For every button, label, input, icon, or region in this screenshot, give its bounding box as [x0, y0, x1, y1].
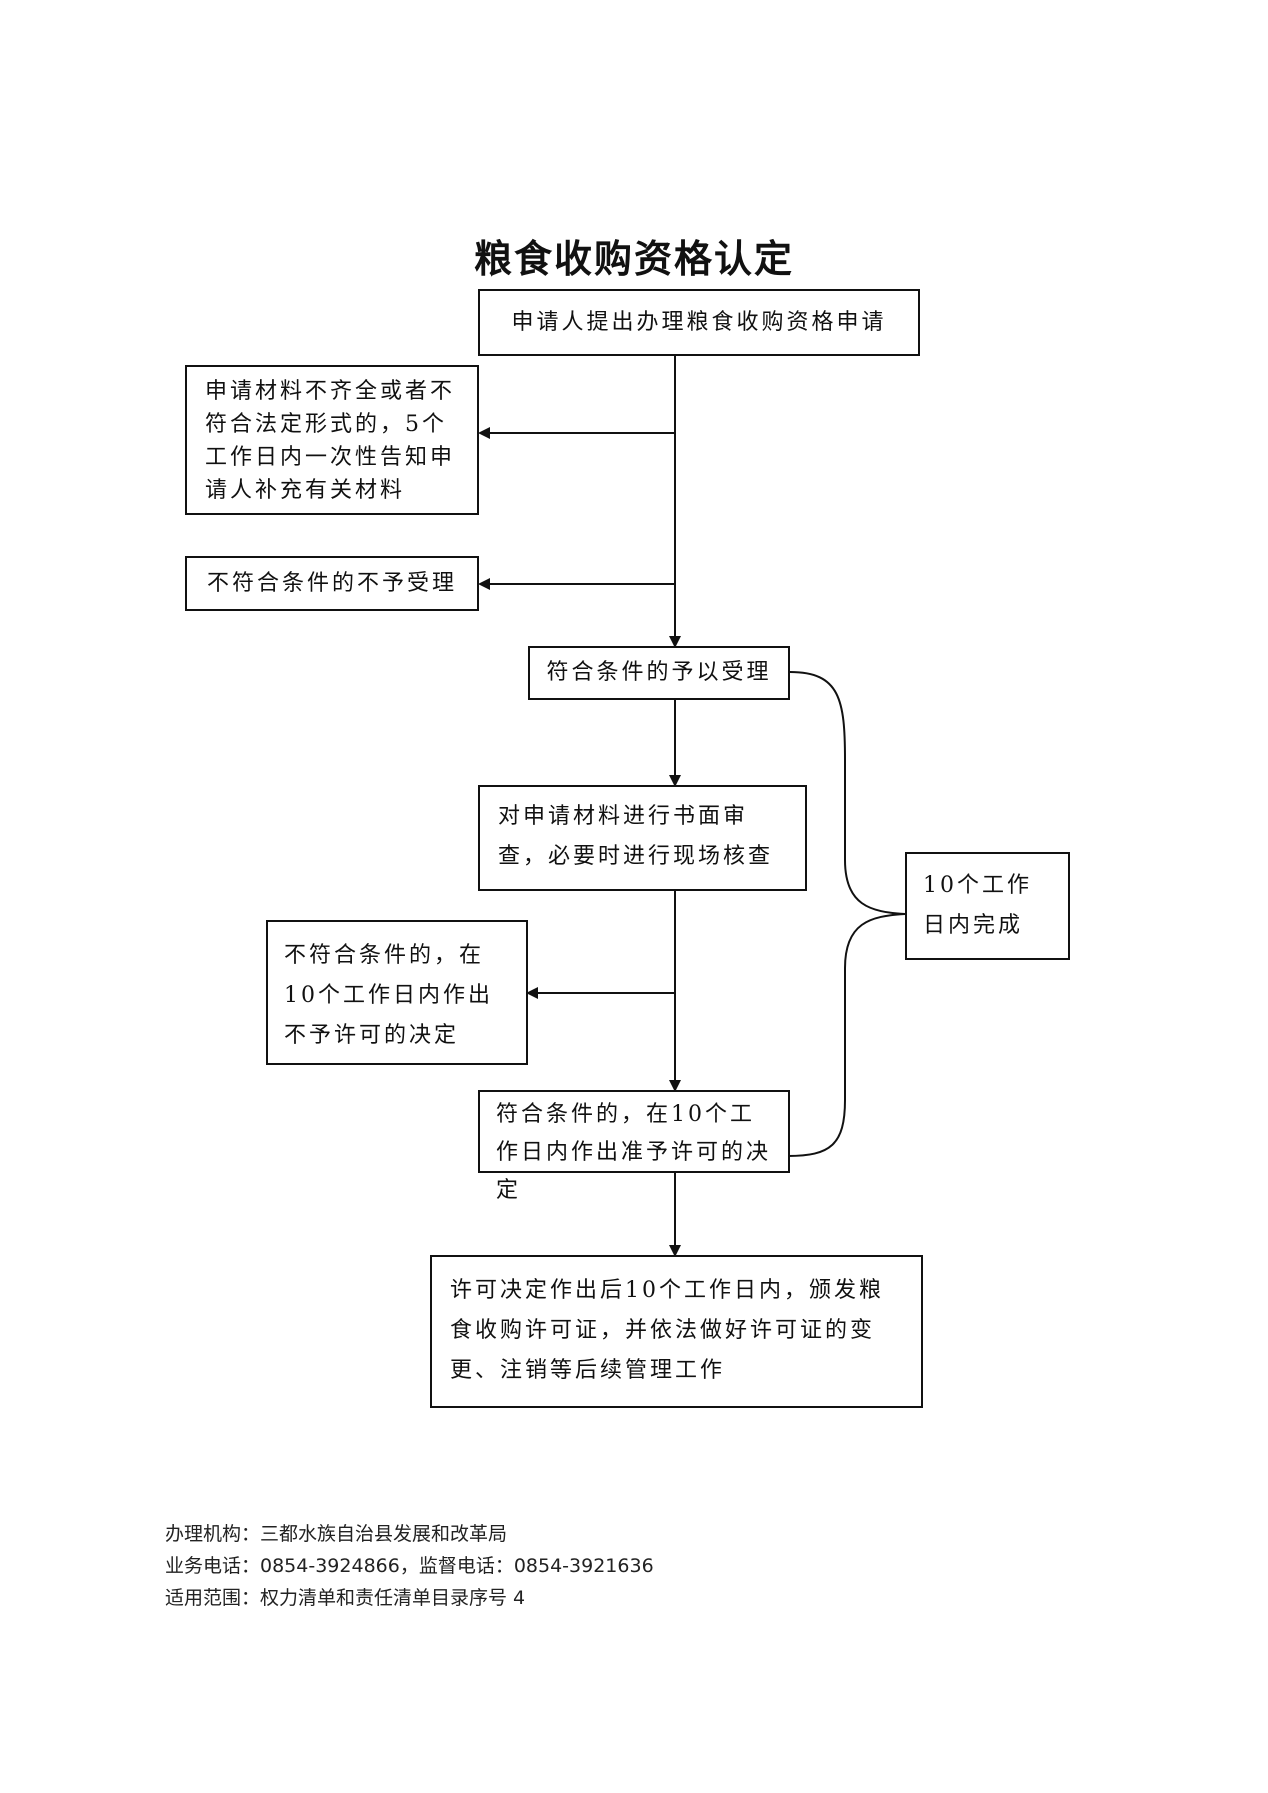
- node-grant-text: 符合条件的，在10个工作日内作出准予许可的决定: [496, 1102, 772, 1203]
- node-issue: 许可决定作出后10个工作日内，颁发粮食收购许可证，并依法做好许可证的变更、注销等…: [430, 1255, 923, 1408]
- node-reject: 不符合条件的不予受理: [185, 556, 479, 611]
- node-reject-text: 不符合条件的不予受理: [206, 570, 457, 596]
- node-apply-text: 申请人提出办理粮食收购资格申请: [511, 309, 887, 335]
- node-issue-text: 许可决定作出后10个工作日内，颁发粮食收购许可证，并依法做好许可证的变更、注销等…: [450, 1278, 884, 1383]
- node-deny: 不符合条件的，在10个工作日内作出不予许可的决定: [266, 920, 528, 1065]
- node-deadline-text: 10个工作日内完成: [923, 873, 1032, 938]
- node-accept: 符合条件的予以受理: [528, 646, 790, 700]
- node-incomplete-text: 申请材料不齐全或者不符合法定形式的，5个工作日内一次性告知申请人补充有关材料: [205, 379, 456, 503]
- node-deny-text: 不符合条件的，在10个工作日内作出不予许可的决定: [284, 943, 493, 1048]
- node-grant: 符合条件的，在10个工作日内作出准予许可的决定: [478, 1090, 790, 1203]
- node-review-text: 对申请材料进行书面审查，必要时进行现场核查: [498, 804, 774, 869]
- deadline-brace: [787, 671, 906, 1157]
- footer-scope: 适用范围：权力清单和责任清单目录序号 4: [165, 1587, 526, 1609]
- node-incomplete: 申请材料不齐全或者不符合法定形式的，5个工作日内一次性告知申请人补充有关材料: [185, 365, 479, 515]
- footer-agency: 办理机构：三都水族自治县发展和改革局: [165, 1523, 508, 1545]
- node-accept-text: 符合条件的予以受理: [546, 660, 772, 685]
- footer-info: 办理机构：三都水族自治县发展和改革局 业务电话：0854-3924866，监督电…: [165, 1518, 654, 1614]
- footer-phones: 业务电话：0854-3924866，监督电话：0854-3921636: [165, 1555, 654, 1577]
- page-title: 粮食收购资格认定: [473, 237, 794, 281]
- node-apply: 申请人提出办理粮食收购资格申请: [478, 289, 920, 356]
- node-deadline: 10个工作日内完成: [905, 852, 1070, 960]
- node-review: 对申请材料进行书面审查，必要时进行现场核查: [478, 785, 807, 891]
